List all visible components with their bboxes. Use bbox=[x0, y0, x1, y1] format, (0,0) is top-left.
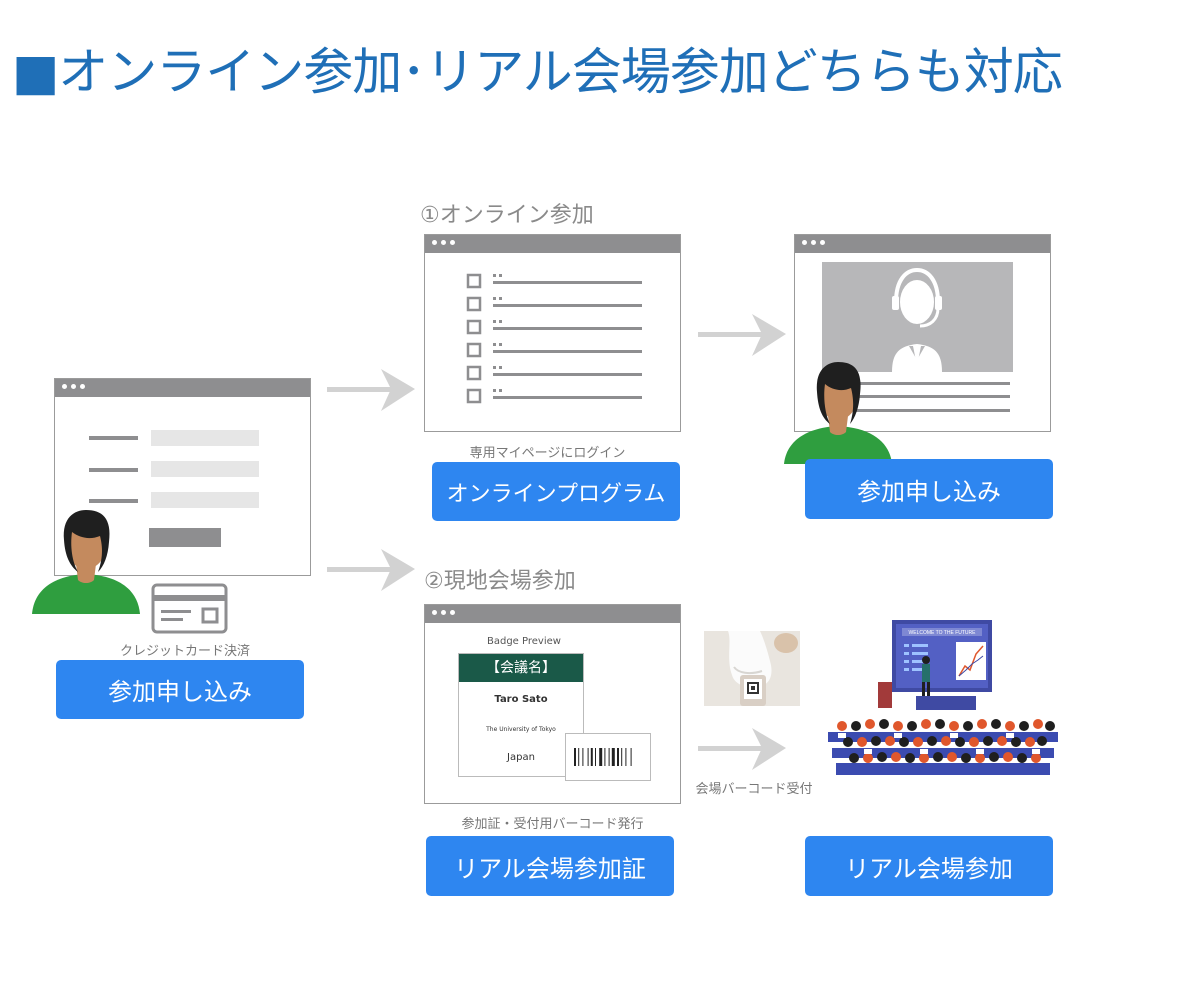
barcode-bar bbox=[599, 748, 603, 766]
checkbox-icon bbox=[466, 273, 482, 289]
online-program-button[interactable]: オンラインプログラム bbox=[432, 462, 680, 521]
arrow-right-icon bbox=[327, 369, 415, 411]
checkbox-icon bbox=[466, 388, 482, 404]
checkbox-icon bbox=[466, 296, 482, 312]
list-dot bbox=[493, 366, 496, 369]
barcode-bar bbox=[574, 748, 576, 766]
apply-button-online[interactable]: 参加申し込み bbox=[805, 459, 1053, 519]
barcode-bar bbox=[625, 748, 627, 766]
list-line bbox=[493, 373, 642, 376]
person-avatar-left bbox=[32, 510, 140, 614]
arrow-right-icon bbox=[327, 549, 415, 591]
text-lines-icon bbox=[855, 382, 1010, 412]
checkbox-icon bbox=[466, 342, 482, 358]
checklist-icon bbox=[466, 273, 642, 404]
video-frame bbox=[822, 262, 1013, 372]
venue-pass-button[interactable]: リアル会場参加証 bbox=[426, 836, 674, 896]
list-dot bbox=[493, 297, 496, 300]
badge-header: 【会議名】 bbox=[459, 654, 583, 682]
barcode-bar bbox=[590, 748, 593, 766]
list-dot bbox=[499, 297, 502, 300]
payment-caption: クレジットカード決済 bbox=[119, 644, 250, 659]
badge-org: The University of Tokyo bbox=[486, 726, 556, 733]
badge-caption: 参加証・受付用バーコード発行 bbox=[461, 817, 644, 832]
list-line bbox=[493, 304, 642, 307]
barcode-bar bbox=[578, 748, 580, 766]
barcode-bar bbox=[617, 748, 619, 766]
list-line bbox=[493, 281, 642, 284]
barcode-card bbox=[565, 733, 651, 781]
list-dot bbox=[493, 343, 496, 346]
window-title-bar bbox=[55, 379, 310, 397]
venue-section-label: ②現地会場参加 bbox=[424, 569, 576, 594]
barcode-reception-caption: 会場バーコード受付 bbox=[695, 782, 813, 797]
list-dot bbox=[499, 389, 502, 392]
checkbox-icon bbox=[466, 319, 482, 335]
arrow-right-icon bbox=[698, 728, 786, 770]
online-section-label: ①オンライン参加 bbox=[420, 203, 594, 228]
person-avatar-online bbox=[784, 362, 892, 464]
list-dot bbox=[499, 320, 502, 323]
apply-button-left[interactable]: 参加申し込み bbox=[56, 660, 304, 719]
arrow-right-icon bbox=[698, 314, 786, 356]
venue-attend-button[interactable]: リアル会場参加 bbox=[805, 836, 1053, 896]
badge-country: Japan bbox=[507, 752, 535, 763]
barcode-bar bbox=[595, 748, 596, 766]
barcode-scan-photo bbox=[704, 631, 800, 706]
list-line bbox=[493, 350, 642, 353]
list-dot bbox=[493, 274, 496, 277]
list-dot bbox=[499, 366, 502, 369]
window-title-bar bbox=[425, 605, 680, 623]
form-fields-icon bbox=[89, 430, 259, 547]
audience-seats bbox=[828, 719, 1058, 775]
barcode-icon bbox=[574, 748, 632, 766]
list-dot bbox=[499, 343, 502, 346]
list-line bbox=[493, 327, 642, 330]
barcode-bar bbox=[630, 748, 632, 766]
page-title: ■オンライン参加･リアル会場参加どちらも対応 bbox=[12, 43, 1063, 101]
mypage-caption: 専用マイページにログイン bbox=[469, 446, 626, 461]
list-dot bbox=[499, 274, 502, 277]
badge-name: Taro Sato bbox=[494, 694, 548, 705]
stage-banner-text: WELCOME TO THE FUTURE bbox=[909, 630, 977, 636]
badge-card: 【会議名】 Taro Sato The University of Tokyo … bbox=[458, 653, 584, 777]
barcode-bar bbox=[582, 748, 584, 766]
barcode-bar bbox=[608, 748, 610, 766]
audience-presentation-illustration: WELCOME TO THE FUTURE bbox=[828, 620, 1058, 775]
checkbox-icon bbox=[466, 365, 482, 381]
list-dot bbox=[493, 320, 496, 323]
barcode-bar bbox=[587, 748, 589, 766]
barcode-bar bbox=[611, 748, 615, 766]
mypage-window bbox=[424, 234, 681, 432]
window-title-bar bbox=[795, 235, 1050, 253]
list-line bbox=[493, 396, 642, 399]
list-dot bbox=[493, 389, 496, 392]
credit-card-icon bbox=[151, 583, 228, 634]
barcode-bar bbox=[604, 748, 606, 766]
badge-window: Badge Preview 【会議名】 Taro Sato The Univer… bbox=[424, 604, 681, 804]
badge-preview-label: Badge Preview bbox=[487, 636, 561, 647]
window-title-bar bbox=[425, 235, 680, 253]
barcode-bar bbox=[621, 748, 623, 766]
operator-headset-icon bbox=[892, 267, 942, 372]
